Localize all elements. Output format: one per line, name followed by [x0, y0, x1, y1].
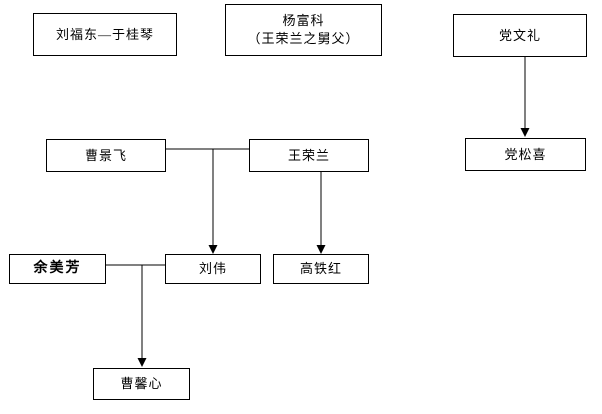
node-yang-fuke: 杨富科 （王荣兰之舅父） — [225, 4, 382, 56]
arrowhead-to-liuwei-icon — [208, 245, 218, 254]
node-label: 刘福东—于桂琴 — [55, 26, 154, 42]
node-label: 曹馨心 — [120, 376, 163, 392]
node-gao-tiehong: 高铁红 — [273, 254, 369, 284]
node-dang-songxi: 党松喜 — [465, 138, 586, 171]
node-cao-xinxin: 曹馨心 — [93, 368, 190, 400]
node-label: 刘伟 — [198, 261, 227, 277]
node-wang-ronglan: 王荣兰 — [249, 139, 369, 172]
arrowhead-to-dangsongxi-icon — [520, 128, 530, 137]
node-label: 党松喜 — [504, 146, 547, 162]
node-label: 高铁红 — [299, 261, 342, 277]
node-label-line1: 杨富科 — [282, 13, 325, 29]
node-liu-wei: 刘伟 — [165, 254, 261, 284]
arrowhead-to-caoxinxin-icon — [137, 358, 147, 367]
node-cao-jingfei: 曹景飞 — [46, 139, 166, 172]
node-label: 王荣兰 — [287, 147, 330, 163]
node-label: 曹景飞 — [84, 147, 127, 163]
node-yu-meifang: 余美芳 — [9, 254, 106, 284]
node-label: 党文礼 — [498, 27, 541, 43]
node-label-line2: （王荣兰之舅父） — [247, 31, 360, 46]
node-liu-fudong-yu-guiqin: 刘福东—于桂琴 — [33, 13, 177, 56]
arrowhead-to-gaotiehong-icon — [316, 245, 326, 254]
node-dang-wenli: 党文礼 — [453, 14, 587, 57]
node-label: 余美芳 — [33, 260, 82, 276]
